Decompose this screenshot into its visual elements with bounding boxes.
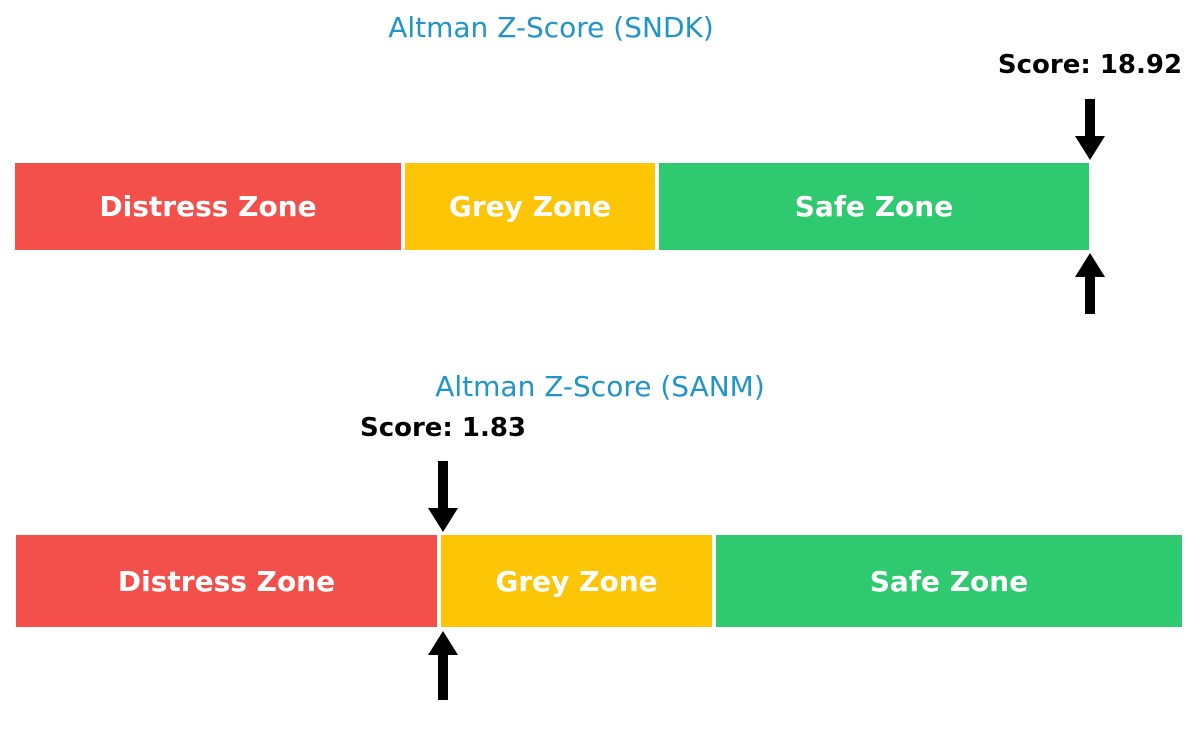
zone-label-grey: Grey Zone [495,564,658,598]
zone-label-distress: Distress Zone [117,564,336,598]
zone-grey: Grey Zone [441,535,712,627]
zone-bar: Distress Zone Grey Zone Safe Zone [16,535,1182,627]
zone-distress: Distress Zone [15,163,401,250]
arrow-head [1075,253,1105,277]
zone-safe: Safe Zone [659,163,1089,250]
score-marker-down-arrow-icon [1075,99,1105,160]
chart-title: Altman Z-Score (SANM) [435,370,765,403]
zone-label-safe: Safe Zone [794,190,954,223]
arrow-head [428,508,458,532]
score-label: Score: 18.92 [997,50,1183,80]
arrow-shaft [1085,277,1095,314]
chart-title: Altman Z-Score (SNDK) [388,11,714,44]
zone-grey: Grey Zone [405,163,655,250]
zone-bar: Distress Zone Grey Zone Safe Zone [15,163,1089,250]
zone-label-safe: Safe Zone [869,564,1029,598]
score-marker-down-arrow-icon [428,461,458,532]
score-marker-up-arrow-icon [1075,253,1105,314]
score-marker-up-arrow-icon [428,631,458,700]
arrow-head [1075,136,1105,160]
zone-safe: Safe Zone [716,535,1182,627]
arrow-shaft [438,461,448,508]
zone-label-distress: Distress Zone [99,190,317,223]
arrow-shaft [1085,99,1095,136]
zone-label-grey: Grey Zone [448,190,612,223]
arrow-head [428,631,458,655]
zone-distress: Distress Zone [16,535,437,627]
arrow-shaft [438,655,448,700]
score-label: Score: 1.83 [359,413,527,443]
